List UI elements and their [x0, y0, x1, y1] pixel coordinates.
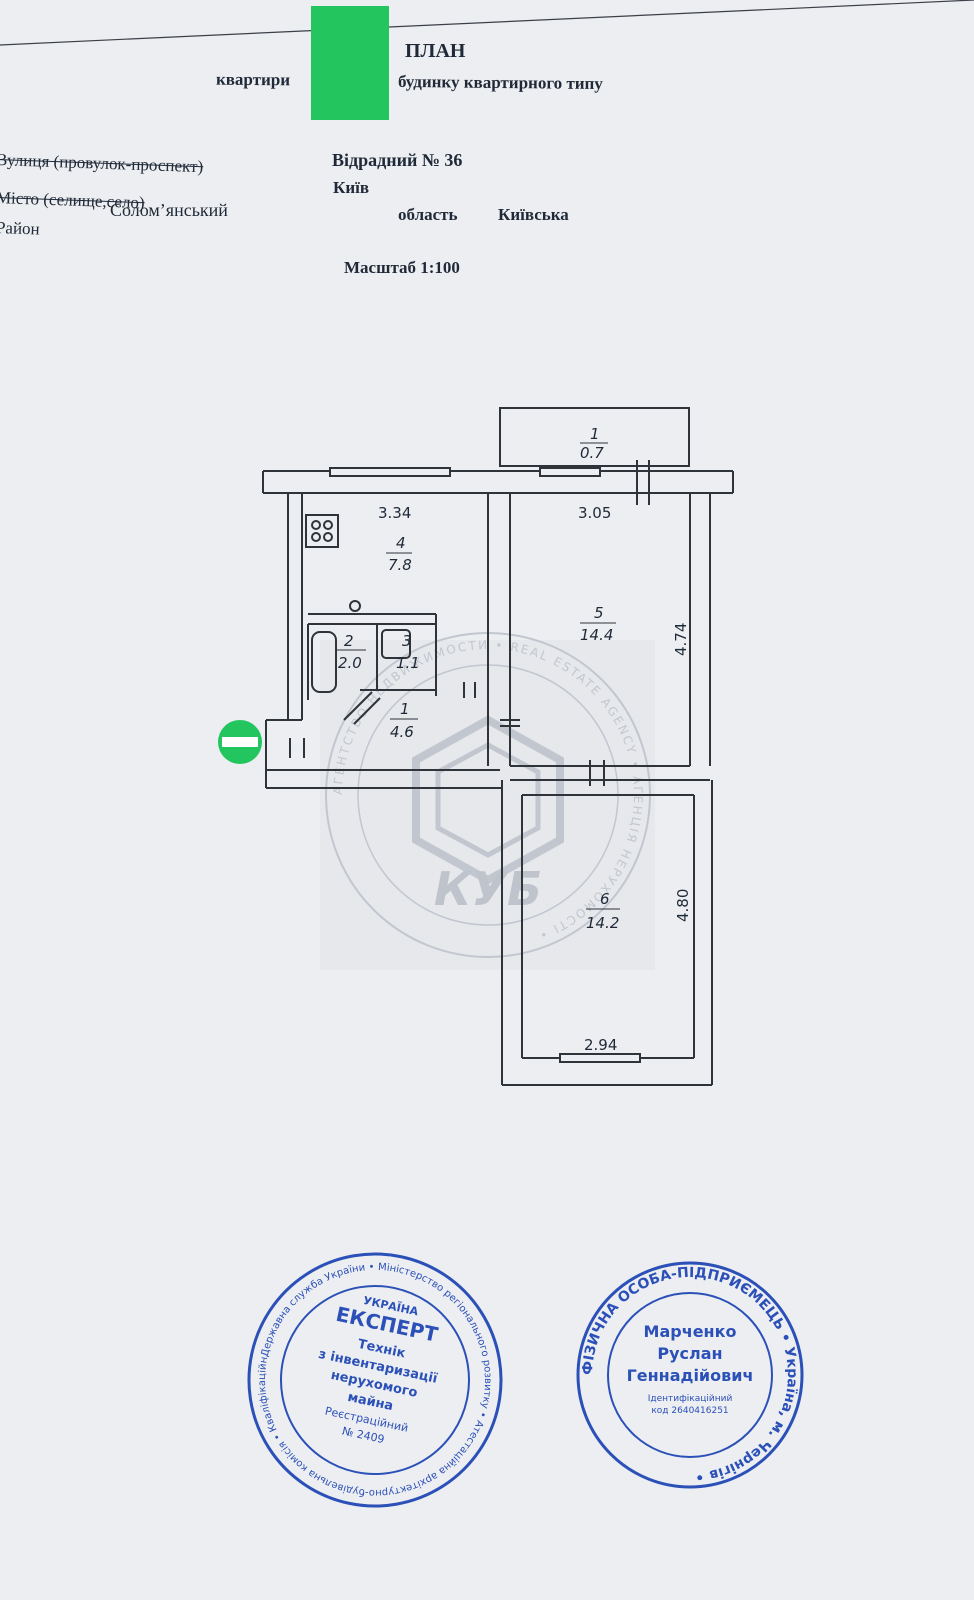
room5-width: 3.05 [578, 504, 611, 522]
page-edge-line [0, 0, 974, 46]
watermark: АГЕНТСТВО НЕДВИЖИМОСТИ • REAL ESTATE AGE… [320, 632, 655, 970]
street-value: Відрадний № 36 [332, 150, 463, 170]
redaction-block [311, 6, 389, 120]
stamp-entrepreneur-line-3: Геннадійович [627, 1366, 754, 1385]
stamp-entrepreneur: ФІЗИЧНА ОСОБА-ПІДПРИЄМЕЦЬ • Україна, м. … [576, 1261, 804, 1489]
scale-label: Масштаб 1:100 [344, 258, 460, 277]
room6-length: 4.80 [674, 889, 692, 922]
region-label: область [398, 205, 458, 224]
room5-length: 4.74 [672, 623, 690, 656]
room-6-number: 6 [600, 890, 610, 908]
room-3-area: 1.1 [396, 654, 420, 672]
stamp-expert: Державна служба України • Міністерство р… [235, 1239, 515, 1521]
room-5-area: 14.4 [580, 626, 613, 644]
stamp-entrepreneur-line-5: код 2640416251 [651, 1406, 728, 1416]
stamp-entrepreneur-line-1: Марченко [644, 1322, 737, 1341]
room-4-area: 7.8 [388, 556, 412, 574]
stamp-entrepreneur-line-4: Ідентифікаційний [648, 1394, 733, 1404]
district-value: Солом’янський [110, 200, 228, 220]
room-1-area: 0.7 [580, 444, 604, 462]
kitchen-width: 3.34 [378, 504, 411, 522]
dimension-labels: 3.34 3.05 4.74 4.80 2.94 [378, 504, 692, 1054]
room-5-number: 5 [594, 604, 604, 622]
plan-walls [262, 407, 734, 1086]
redaction-dot-bar [222, 737, 258, 747]
room-1-number: 1 [590, 425, 600, 443]
room-2-area: 2.0 [338, 654, 362, 672]
region-value: Київська [498, 205, 569, 224]
city-value: Київ [333, 178, 370, 197]
room-labels: 1 0.7 4 7.8 5 14.4 2 2.0 3 1.1 1 4.6 6 1… [336, 425, 620, 932]
room-hall-area: 4.6 [390, 723, 414, 741]
room-3-number: 3 [402, 632, 412, 650]
room6-width: 2.94 [584, 1036, 617, 1054]
room-hall-number: 1 [400, 700, 410, 718]
room-4-number: 4 [396, 534, 406, 552]
room-2-number: 2 [344, 632, 354, 650]
stamp-entrepreneur-line-2: Руслан [657, 1344, 722, 1363]
document-title: ПЛАН [405, 40, 466, 62]
room-6-area: 14.2 [586, 914, 619, 932]
watermark-brand: КУБ [434, 862, 542, 916]
